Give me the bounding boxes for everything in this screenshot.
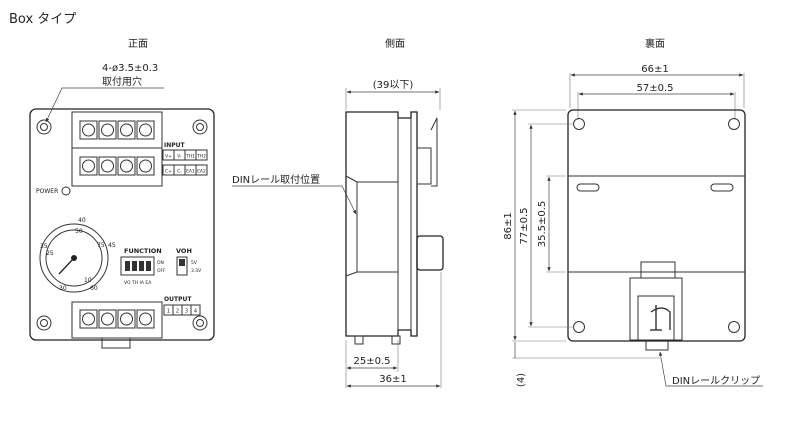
hole-dimension: 4-ø3.5±0.3 — [102, 63, 158, 74]
input-label: INPUT — [164, 142, 186, 149]
voh-label: VOH — [176, 247, 192, 255]
svg-text:1: 1 — [167, 309, 170, 315]
output-label: OUTPUT — [164, 296, 192, 303]
power-led — [61, 186, 71, 196]
input-terminal-block — [71, 111, 163, 187]
dim-35: 35.5±0.5 — [537, 201, 548, 248]
function-label: FUNCTION — [124, 247, 162, 255]
svg-text:60: 60 — [90, 285, 98, 292]
output-terminal-labels: 1 2 3 4 — [163, 304, 201, 316]
front-view-label: 正面 — [128, 39, 148, 50]
svg-text:50: 50 — [75, 228, 83, 235]
page-title: Box タイプ — [9, 12, 77, 27]
back-mounting-holes — [573, 118, 740, 333]
din-rail-slot — [356, 181, 399, 273]
voh-5v-label: 5V — [191, 260, 198, 266]
svg-text:30: 30 — [59, 285, 67, 292]
mounting-holes — [36, 119, 208, 331]
back-view-label: 裏面 — [645, 37, 665, 50]
svg-text:EA1: EA1 — [186, 169, 195, 175]
output-terminal-block — [71, 301, 163, 349]
side-view-label: 側面 — [385, 37, 405, 50]
svg-text:75: 75 — [97, 242, 105, 249]
dim-86: 86±1 — [503, 212, 514, 239]
front-view: 4-ø3.5±0.3 取付用穴 INPUT V+ V- TH1 TH2 C+ — [29, 63, 215, 349]
function-on-label: ON — [157, 260, 164, 266]
svg-text:2: 2 — [176, 309, 179, 315]
svg-text:C-: C- — [177, 169, 182, 175]
back-slot-right — [710, 183, 734, 192]
side-knob — [416, 235, 444, 271]
dim-57: 57±0.5 — [636, 83, 673, 94]
svg-text:4: 4 — [194, 309, 197, 315]
svg-text:TH2: TH2 — [196, 154, 206, 160]
svg-text:10: 10 — [84, 277, 92, 284]
side-depth-dimension: (39以下) — [373, 80, 414, 91]
svg-text:V+: V+ — [165, 154, 172, 160]
input-terminal-labels: V+ V- TH1 TH2 C+ C- EA1 EA2 — [162, 149, 208, 176]
hole-label: 取付用穴 — [102, 75, 142, 88]
clip-leader — [659, 351, 763, 387]
dim-25: 25±0.5 — [353, 356, 390, 367]
dial-ticks: 40 50 35 25 75 45 10 30 60 — [40, 217, 116, 292]
back-body — [567, 109, 746, 342]
power-label: POWER — [36, 188, 58, 195]
svg-text:C+: C+ — [165, 169, 172, 175]
function-off-label: OFF — [157, 268, 166, 274]
back-view: 66±1 57±0.5 86±1 — [503, 64, 763, 387]
dim-4: (4) — [516, 373, 527, 387]
voh-3v-label: 3.3V — [191, 268, 202, 274]
svg-text:25: 25 — [46, 250, 54, 257]
voh-switch — [176, 256, 188, 276]
function-dip-switch — [120, 256, 155, 276]
svg-text:3: 3 — [185, 309, 188, 315]
svg-text:V-: V- — [177, 154, 182, 160]
dim-36: 36±1 — [379, 374, 406, 385]
front-body — [29, 108, 215, 341]
back-slot-left — [576, 183, 600, 192]
adjust-dial — [39, 223, 109, 293]
din-leader — [232, 185, 357, 215]
din-clip-label: DINレールクリップ — [672, 375, 760, 387]
svg-text:EA2: EA2 — [197, 169, 206, 175]
svg-text:45: 45 — [108, 242, 116, 249]
svg-text:40: 40 — [78, 217, 86, 224]
svg-text:35: 35 — [40, 243, 48, 250]
din-rail-clip — [629, 261, 683, 351]
dim-77: 77±0.5 — [519, 207, 530, 244]
svg-text:TH1: TH1 — [185, 154, 195, 160]
hole-leader — [45, 87, 164, 123]
dim-66: 66±1 — [641, 64, 668, 75]
side-view: (39以下) DINレール取付位置 25±0.5 36±1 — [232, 80, 444, 388]
din-rail-position-label: DINレール取付位置 — [232, 173, 320, 186]
function-switch-labels: VO TH IA EA — [124, 280, 152, 286]
